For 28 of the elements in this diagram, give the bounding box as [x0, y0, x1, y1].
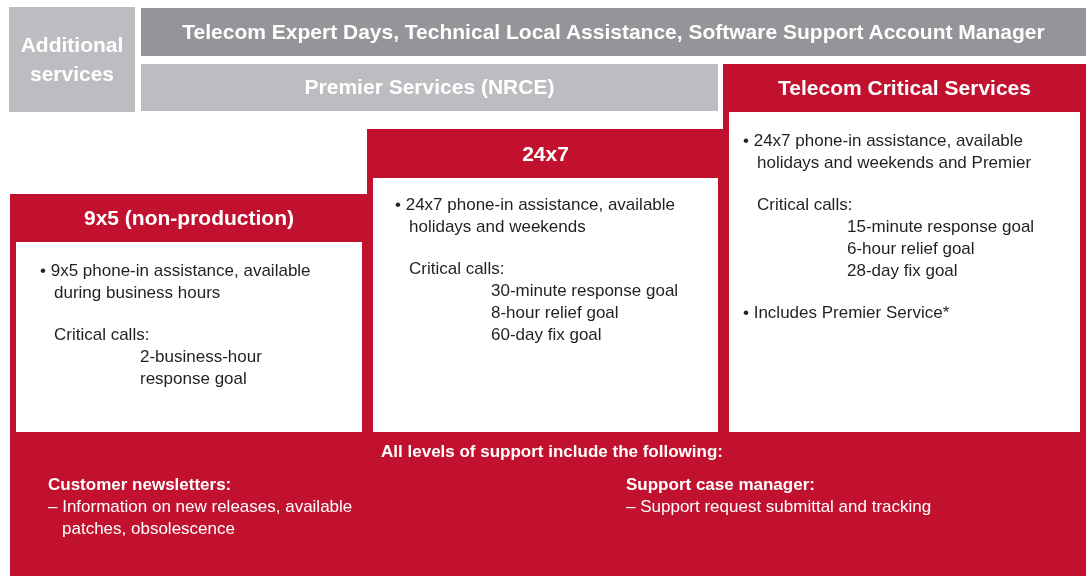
- bullet-text: • 9x5 phone-in assistance, available during business hours: [40, 260, 312, 304]
- column-heading: Telecom Critical Services: [777, 75, 1032, 101]
- bullet-text: • Includes Premier Service*: [743, 302, 951, 324]
- column-heading: 24x7: [521, 140, 570, 167]
- goal-text: 8-hour relief goal: [491, 302, 620, 324]
- column-heading: 9x5 (non-production): [83, 205, 295, 231]
- service-bar: Premier Services (NRCE): [141, 64, 718, 111]
- bullet-text: • 24x7 phone-in assistance, available holidays and weekends and Premier: [743, 130, 1033, 174]
- critical-calls-label: Critical calls:: [409, 258, 506, 280]
- service-column: [723, 64, 1086, 432]
- support-band: [10, 432, 1086, 576]
- service-bar: Additional services: [9, 7, 135, 112]
- goal-text: 30-minute response goal: [491, 280, 680, 302]
- feature-text: – Information on new releases, available patches, obsolescence: [48, 496, 354, 540]
- goal-text: 15-minute response goal: [847, 216, 1036, 238]
- goal-text: 2-business-hour response goal: [140, 346, 263, 390]
- band-heading: All levels of support include the following:: [380, 442, 724, 462]
- goal-text: 60-day fix goal: [491, 324, 603, 346]
- feature-heading: Customer newsletters:: [48, 474, 233, 496]
- critical-calls-label: Critical calls:: [757, 194, 854, 216]
- critical-calls-label: Critical calls:: [54, 324, 151, 346]
- goal-text: 6-hour relief goal: [847, 238, 976, 260]
- service-bar: Telecom Expert Days, Technical Local Assistance, Software Support Account Manager: [141, 8, 1086, 56]
- bullet-text: • 24x7 phone-in assistance, available holidays and weekends: [395, 194, 677, 238]
- goal-text: 28-day fix goal: [847, 260, 959, 282]
- feature-heading: Support case manager:: [626, 474, 816, 496]
- service-column: [10, 194, 368, 432]
- feature-text: – Support request submittal and tracking: [626, 496, 933, 518]
